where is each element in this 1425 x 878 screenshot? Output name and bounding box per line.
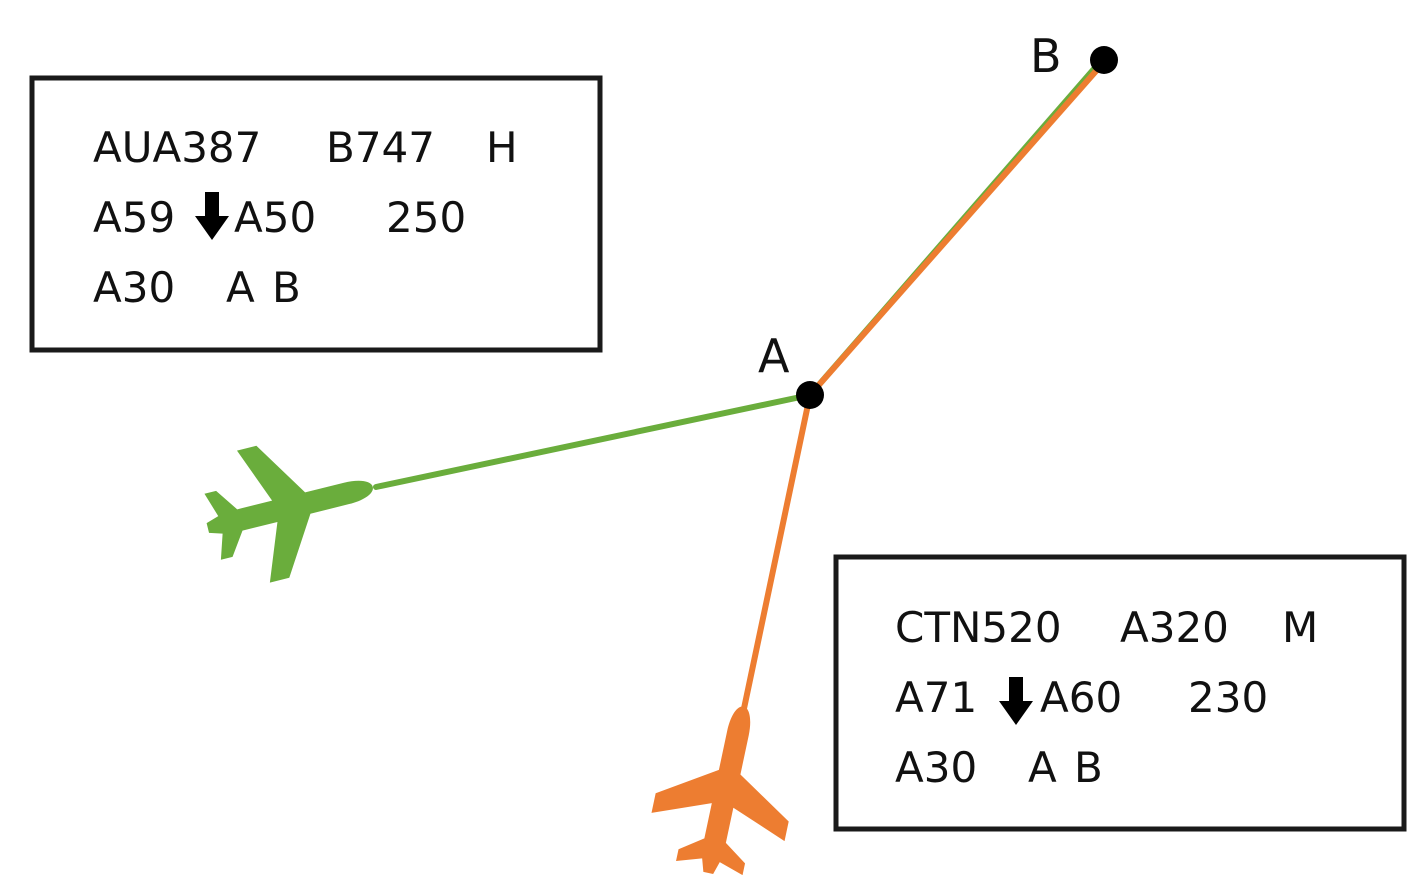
svg-text:A71: A71 <box>895 673 977 722</box>
speed: 230 <box>1188 673 1268 722</box>
waypoint-a-label: A <box>758 329 790 383</box>
svg-text:A: A <box>1028 743 1057 792</box>
airplane-icon <box>641 692 811 878</box>
waypoint-b-label: B <box>1030 29 1062 83</box>
speed: 250 <box>386 193 466 242</box>
waypoint-a: A <box>758 329 824 409</box>
callsign: AUA387 <box>93 123 261 172</box>
wake-category: H <box>486 123 518 172</box>
svg-text:A320: A320 <box>1120 603 1229 652</box>
svg-text:230: 230 <box>1188 673 1268 722</box>
route-point: A <box>226 263 255 312</box>
route-point: B <box>272 263 301 312</box>
svg-text:A50: A50 <box>234 193 316 242</box>
cleared-altitude: A60 <box>1040 673 1122 722</box>
svg-text:AUA387: AUA387 <box>93 123 261 172</box>
svg-text:B: B <box>272 263 301 312</box>
route-point: B <box>1074 743 1103 792</box>
svg-text:A60: A60 <box>1040 673 1122 722</box>
waypoint-b: B <box>1030 29 1118 83</box>
current-altitude: A71 <box>895 673 977 722</box>
wake-category: M <box>1282 603 1318 652</box>
cleared-altitude: A50 <box>234 193 316 242</box>
aircraft-type: B747 <box>326 123 435 172</box>
aircraft-type: A320 <box>1120 603 1229 652</box>
svg-text:H: H <box>486 123 518 172</box>
svg-text:CTN520: CTN520 <box>895 603 1062 652</box>
svg-text:B: B <box>1074 743 1103 792</box>
route-point: A <box>1028 743 1057 792</box>
svg-text:A: A <box>226 263 255 312</box>
svg-text:250: 250 <box>386 193 466 242</box>
svg-text:B747: B747 <box>326 123 435 172</box>
flight-label-box: AUA387 B747 H A59 A50 250 A30 A B <box>29 75 603 353</box>
svg-text:A30: A30 <box>93 263 175 312</box>
airplane-icon <box>191 420 390 594</box>
exit-altitude: A30 <box>93 263 175 312</box>
svg-text:A59: A59 <box>93 193 175 242</box>
svg-text:A30: A30 <box>895 743 977 792</box>
svg-text:M: M <box>1282 603 1318 652</box>
exit-altitude: A30 <box>895 743 977 792</box>
callsign: CTN520 <box>895 603 1062 652</box>
flight-label-box: CTN520 A320 M A71 A60 230 A30 A B <box>833 554 1407 832</box>
current-altitude: A59 <box>93 193 175 242</box>
